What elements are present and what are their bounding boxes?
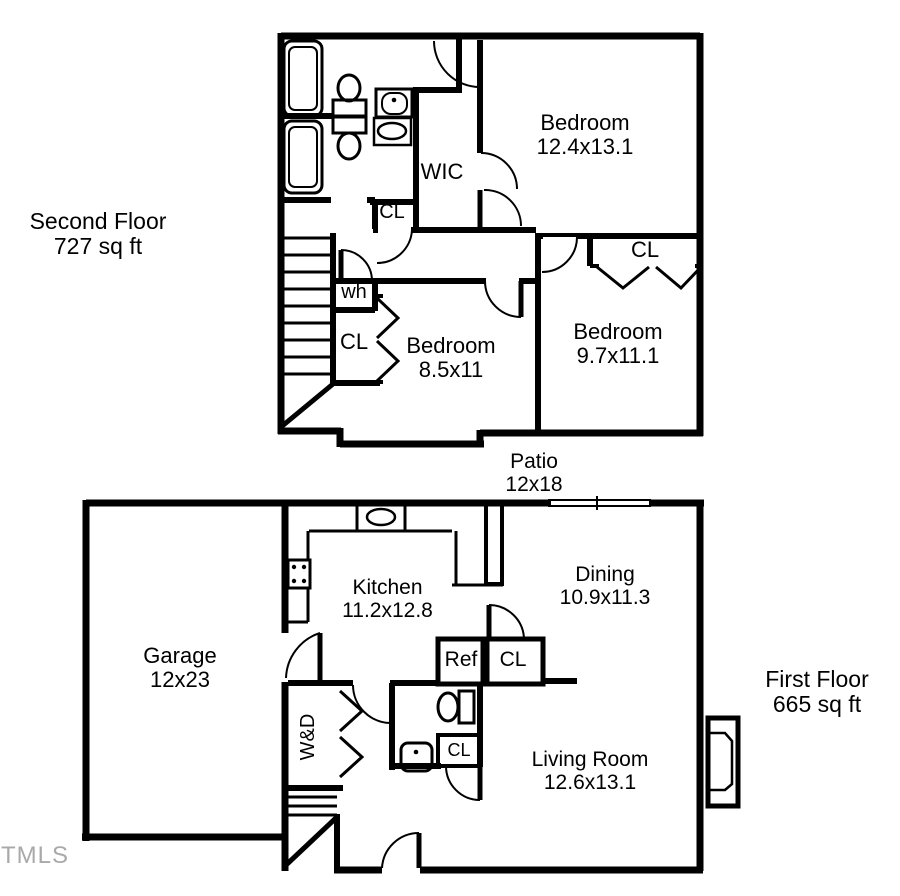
dining-label: Dining 10.9x11.3 (525, 563, 685, 609)
bifold-door-jambs (374, 264, 702, 384)
living-room-label: Living Room 12.6x13.1 (510, 748, 670, 794)
kitchen-dims: 11.2x12.8 (342, 598, 433, 622)
sink-icon-upper-bath (374, 87, 414, 119)
tmls-watermark: TMLS (1, 842, 70, 869)
water-heater-label: wh (341, 281, 367, 303)
garage-dims: 12x23 (150, 666, 210, 692)
bedroom-mid-name: Bedroom (406, 333, 496, 358)
garage-name: Garage (143, 643, 217, 668)
kitchen-label: Kitchen 11.2x12.8 (305, 576, 470, 622)
sink-icon-half-bath (399, 741, 434, 773)
first-floor-door-leaves (317, 605, 492, 868)
first-floor-interior-walls (288, 678, 577, 871)
first-floor-title-block: First Floor 665 sq ft (737, 667, 897, 717)
wic-label: WIC (420, 159, 464, 184)
closet-hall-label: CL (379, 201, 405, 223)
living-room-dims: 12.6x13.1 (543, 770, 637, 794)
sink-icon-lower-bath (372, 116, 413, 147)
first-floor-title: First Floor (765, 666, 869, 692)
closet-dining-label: CL (499, 648, 527, 671)
refrigerator-label: Ref (444, 648, 478, 671)
washer-dryer-label: W&D (297, 713, 319, 761)
first-floor-door-arcs (285, 604, 525, 869)
bath-closet-box (436, 733, 482, 768)
patio-name: Patio (510, 450, 558, 473)
closet-bedroom-mid-label: CL (339, 329, 369, 354)
stairs-icon-second-floor (279, 236, 335, 429)
living-room-name: Living Room (531, 748, 649, 771)
second-floor-door-arcs (340, 40, 578, 318)
bedroom-large-name: Bedroom (540, 110, 630, 135)
fireplace-icon (705, 715, 741, 809)
toilet-icon-lower-bath (331, 115, 368, 161)
stairs-icon-first-floor (283, 795, 339, 868)
bedroom-small-name: Bedroom (573, 319, 663, 344)
bedroom-large-dims: 12.4x13.1 (536, 133, 634, 159)
dining-closet-box (484, 636, 546, 687)
bathtub-icon-lower (282, 119, 324, 195)
bedroom-mid-dims: 8.5x11 (418, 356, 484, 382)
kitchen-counter (288, 529, 503, 624)
second-floor-area: 727 sq ft (53, 232, 143, 259)
kitchen-dining-wall-stub (484, 500, 504, 586)
garage-label: Garage 12x23 (100, 644, 260, 692)
bedroom-small-dims: 9.7x11.1 (576, 342, 660, 368)
kitchen-sink-icon (355, 502, 407, 533)
toilet-icon-half-bath (436, 689, 476, 725)
second-floor-plan (277, 32, 704, 448)
bedroom-small-label: Bedroom 9.7x11.1 (538, 320, 698, 368)
dining-dims: 10.9x11.3 (559, 585, 651, 609)
bifold-door-closet-bedroom-mid (375, 296, 401, 383)
bedroom-large-label: Bedroom 12.4x13.1 (505, 111, 665, 159)
first-floor-area: 665 sq ft (772, 690, 862, 717)
second-floor-title: Second Floor (29, 208, 167, 234)
first-floor-outer-walls (82, 499, 704, 874)
stove-icon (286, 558, 312, 590)
dining-name: Dining (575, 563, 635, 586)
second-floor-title-block: Second Floor 727 sq ft (8, 209, 188, 259)
bedroom-mid-label: Bedroom 8.5x11 (371, 334, 531, 382)
first-floor-plan (82, 496, 741, 874)
closet-bath-label: CL (447, 740, 471, 760)
second-floor-door-leaves (338, 190, 524, 317)
bifold-door-closet-bedroom-small (596, 265, 703, 291)
sliding-door (548, 496, 651, 510)
closet-bedroom-small-label: CL (630, 237, 660, 262)
toilet-icon-upper-bath (331, 73, 368, 118)
refrigerator-box (435, 636, 486, 687)
kitchen-name: Kitchen (352, 576, 423, 599)
patio-dims: 12x18 (505, 472, 563, 496)
patio-label: Patio 12x18 (464, 450, 604, 496)
bathtub-icon-upper (282, 39, 324, 118)
